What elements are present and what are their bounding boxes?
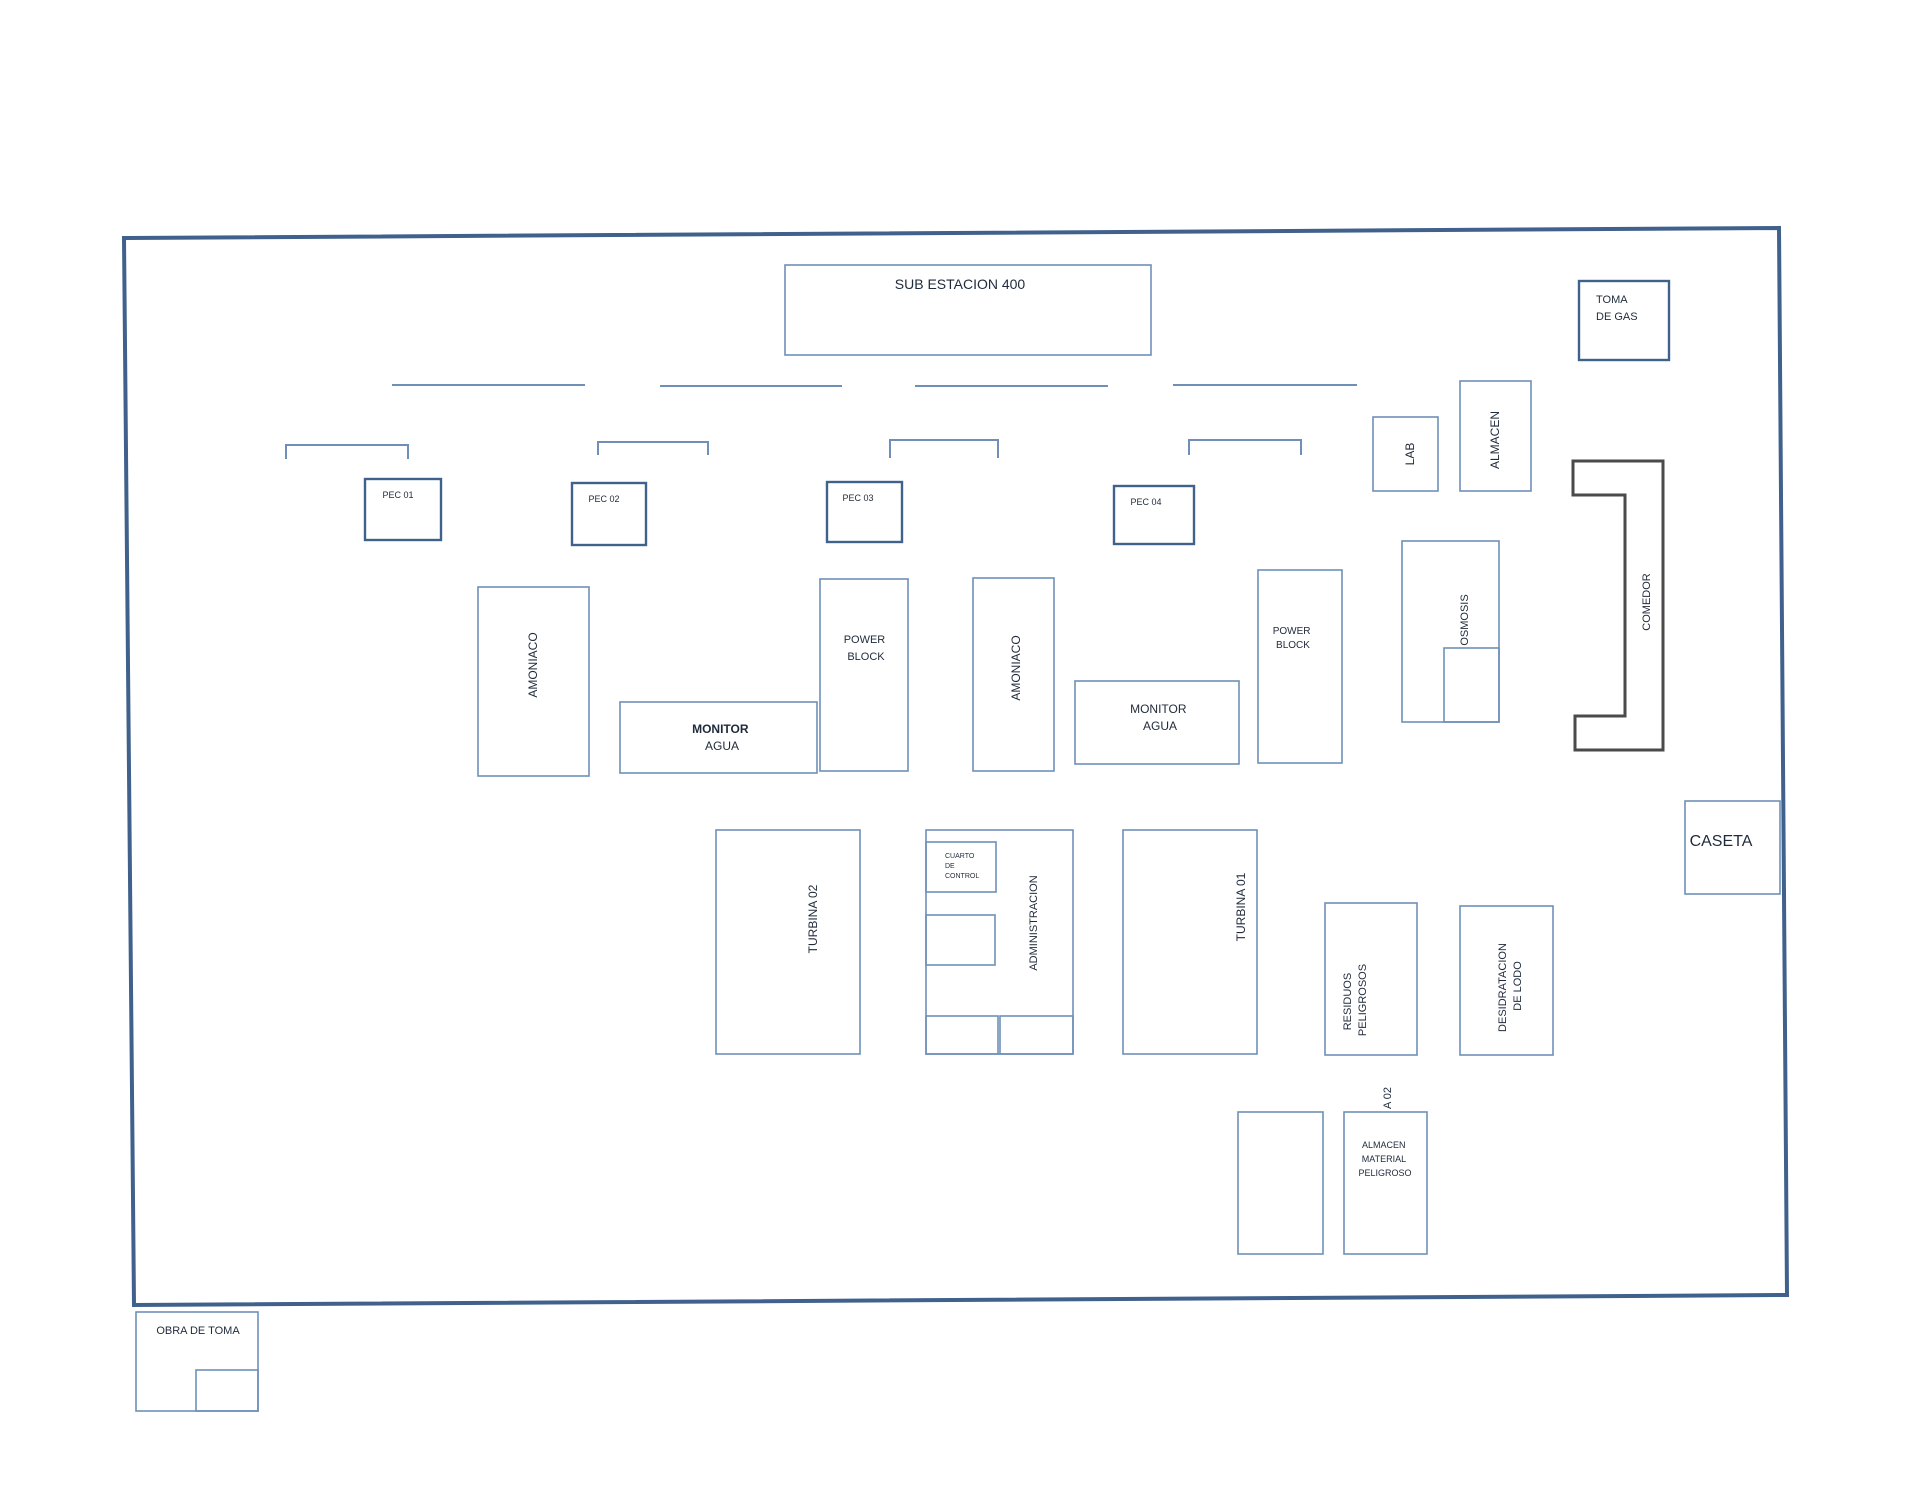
sub-estacion-400-block bbox=[784, 264, 1152, 356]
osmosis-sub-block bbox=[1443, 647, 1500, 723]
administracion-room-c bbox=[999, 1015, 1074, 1055]
pec-04-block bbox=[1112, 484, 1196, 546]
amoniaco-2-block bbox=[972, 577, 1055, 772]
obra-de-toma-label: OBRA DE TOMA bbox=[156, 1325, 240, 1337]
power-block-1-label: POWER BLOCK bbox=[844, 634, 889, 663]
bracket-4 bbox=[1188, 439, 1302, 455]
toma-de-gas-label: TOMA DE GAS bbox=[1596, 294, 1638, 323]
pec-01-block bbox=[363, 477, 443, 542]
osmosis-label: OSMOSIS bbox=[1459, 594, 1471, 645]
lab-label: LAB bbox=[1403, 443, 1417, 466]
turbina-01-block bbox=[1122, 829, 1258, 1055]
a-02-label: A 02 bbox=[1382, 1087, 1394, 1109]
bracket-1 bbox=[285, 444, 409, 459]
turbina-02-label: TURBINA 02 bbox=[806, 884, 820, 953]
cuarto-de-control-label: CUARTO DE CONTROL bbox=[945, 853, 979, 880]
administracion-room-b bbox=[925, 1015, 999, 1055]
turbina-01-label: TURBINA 01 bbox=[1234, 872, 1248, 941]
power-block-2-block bbox=[1257, 569, 1343, 764]
monitor-agua-1-label: MONITOR AGUA bbox=[692, 722, 752, 753]
administracion-room-a bbox=[925, 914, 996, 966]
pec-02-block bbox=[570, 481, 648, 547]
power-block-2-label: POWER BLOCK bbox=[1273, 626, 1314, 651]
lab-block bbox=[1372, 416, 1439, 492]
amoniaco-1-block bbox=[477, 586, 590, 777]
amoniaco-1-label: AMONIACO bbox=[526, 632, 540, 697]
monitor-agua-2-label: MONITOR AGUA bbox=[1130, 702, 1190, 733]
storage-block-left bbox=[1237, 1111, 1324, 1255]
toma-de-gas-block bbox=[1577, 279, 1671, 362]
residuos-peligrosos-label: RESIDUOS PELIGROSOS bbox=[1342, 964, 1369, 1036]
bracket-2 bbox=[597, 441, 709, 455]
pec-03-block bbox=[825, 480, 904, 544]
almacen-material-peligroso-block bbox=[1343, 1111, 1428, 1255]
pec-03-label: PEC 03 bbox=[842, 493, 873, 503]
comedor-label: COMEDOR bbox=[1641, 573, 1653, 631]
bracket-3 bbox=[889, 439, 999, 458]
site-perimeter bbox=[121, 225, 1790, 1308]
deshidratacion-de-lodo-block bbox=[1459, 905, 1554, 1056]
comedor-block bbox=[1571, 459, 1665, 752]
pec-04-label: PEC 04 bbox=[1130, 497, 1161, 507]
turbina-02-block bbox=[715, 829, 861, 1055]
cuarto-de-control-block bbox=[925, 841, 997, 893]
administracion-label: ADMINISTRACION bbox=[1028, 875, 1040, 970]
amoniaco-2-label: AMONIACO bbox=[1009, 635, 1023, 700]
deshidratacion-de-lodo-label: DESIDRATACION DE LODO bbox=[1497, 940, 1524, 1032]
caseta-block bbox=[1684, 800, 1781, 895]
residuos-peligrosos-block bbox=[1324, 902, 1418, 1056]
osmosis-block bbox=[1401, 540, 1500, 723]
power-block-1-block bbox=[819, 578, 909, 772]
monitor-agua-1-block bbox=[619, 701, 818, 774]
almacen-label: ALMACEN bbox=[1488, 411, 1502, 469]
pec-02-label: PEC 02 bbox=[588, 494, 619, 504]
caseta-label: CASETA bbox=[1690, 833, 1753, 850]
pec-01-label: PEC 01 bbox=[382, 490, 413, 500]
monitor-agua-2-block bbox=[1074, 680, 1240, 765]
obra-de-toma-sub-block bbox=[195, 1369, 259, 1412]
almacen-block bbox=[1459, 380, 1532, 492]
sub-estacion-400-label: SUB ESTACION 400 bbox=[895, 276, 1026, 292]
almacen-material-peligroso-label: ALMACEN MATERIAL PELIGROSO bbox=[1358, 1140, 1411, 1178]
